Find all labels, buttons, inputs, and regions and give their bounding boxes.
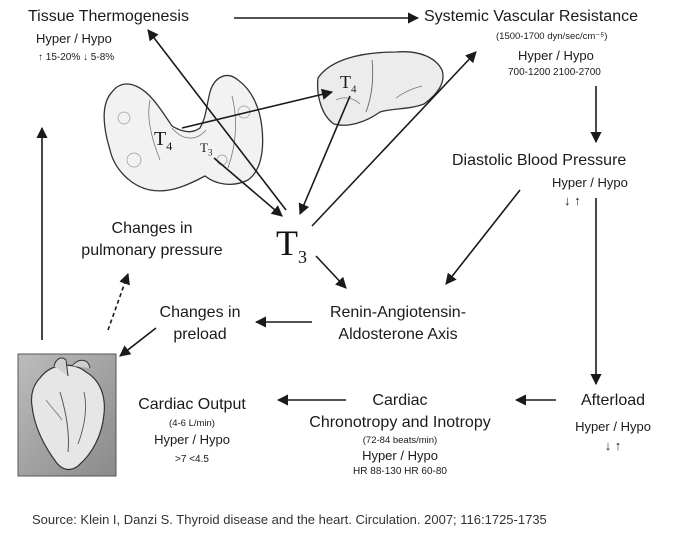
svr-unit: (1500-1700 dyn/sec/cm⁻⁵) <box>496 31 608 42</box>
cardiac-output-legend: Hyper / Hypo <box>154 432 230 447</box>
arrow-preload-to-heart <box>119 327 157 357</box>
svr-legend: Hyper / Hypo <box>518 48 594 63</box>
thyroid-gland-image <box>103 75 264 192</box>
liver-t4-sub: 4 <box>351 83 357 96</box>
svr-title: Systemic Vascular Resistance <box>424 8 638 25</box>
arrow-thyroid-t4-to-liver-t4 <box>181 88 334 129</box>
arrows <box>36 12 602 406</box>
preload-line1: Changes in <box>159 304 241 321</box>
thyroid-t3-sub: 3 <box>207 147 213 158</box>
afterload-title: Afterload <box>580 392 646 409</box>
tissue-thermogenesis-legend: Hyper / Hypo <box>36 31 112 46</box>
t3-central: T3 <box>276 222 307 268</box>
arrow-liver-to-t3 <box>298 95 351 216</box>
raas-line2: Aldosterone Axis <box>338 326 458 343</box>
chronotropy-line2: Chronotropy and Inotropy <box>309 414 491 431</box>
pulmonary-line2: pulmonary pressure <box>81 242 223 259</box>
t3-sub: 3 <box>298 247 307 268</box>
cardiac-output-unit: (4-6 L/min) <box>169 418 215 429</box>
afterload-values: ↓ ↑ <box>604 438 622 453</box>
tissue-thermogenesis-title: Tissue Thermogenesis <box>28 8 189 25</box>
chronotropy-line1: Cardiac <box>372 392 428 409</box>
liver-t4-label: T4 <box>340 72 357 96</box>
chronotropy-values: HR 88-130 HR 60-80 <box>353 466 447 477</box>
diastolic-bp-title: Diastolic Blood Pressure <box>452 152 627 169</box>
preload-line2: preload <box>173 326 227 343</box>
afterload-legend: Hyper / Hypo <box>575 419 651 434</box>
diastolic-bp-legend: Hyper / Hypo <box>552 175 628 190</box>
cardiac-output-title: Cardiac Output <box>138 396 246 413</box>
arrow-t3-to-svr <box>311 51 477 227</box>
chronotropy-legend: Hyper / Hypo <box>362 448 438 463</box>
arrow-thyroid-to-t3 <box>213 157 283 217</box>
pulmonary-line1: Changes in <box>111 220 193 237</box>
heart-image <box>17 353 117 477</box>
cardiac-output-values: >7 <4.5 <box>175 454 209 465</box>
arrow-t3-to-raas <box>315 255 347 289</box>
tissue-thermogenesis-values: ↑ 15-20% ↓ 5-8% <box>38 52 115 63</box>
source-citation: Source: Klein I, Danzi S. Thyroid diseas… <box>32 512 547 527</box>
thyroid-t4-sub: 4 <box>166 139 173 153</box>
thyroid-t3-label: T3 <box>200 140 212 158</box>
chronotropy-unit: (72-84 beats/min) <box>362 435 438 446</box>
t3-base: T <box>276 223 298 263</box>
thyroid-t4-base: T <box>154 128 167 150</box>
thyroid-t3-base: T <box>200 140 208 155</box>
thyroid-t4-label: T4 <box>154 128 172 154</box>
liver-image <box>316 51 444 126</box>
arrow-heart-to-pulmonary <box>107 272 130 331</box>
arrow-diastolic-to-raas <box>445 189 521 285</box>
svr-values: 700-1200 2100-2700 <box>508 67 601 78</box>
diastolic-bp-values: ↓ ↑ <box>564 193 581 208</box>
liver-t4-base: T <box>340 72 351 92</box>
raas-line1: Renin-Angiotensin- <box>329 304 467 321</box>
